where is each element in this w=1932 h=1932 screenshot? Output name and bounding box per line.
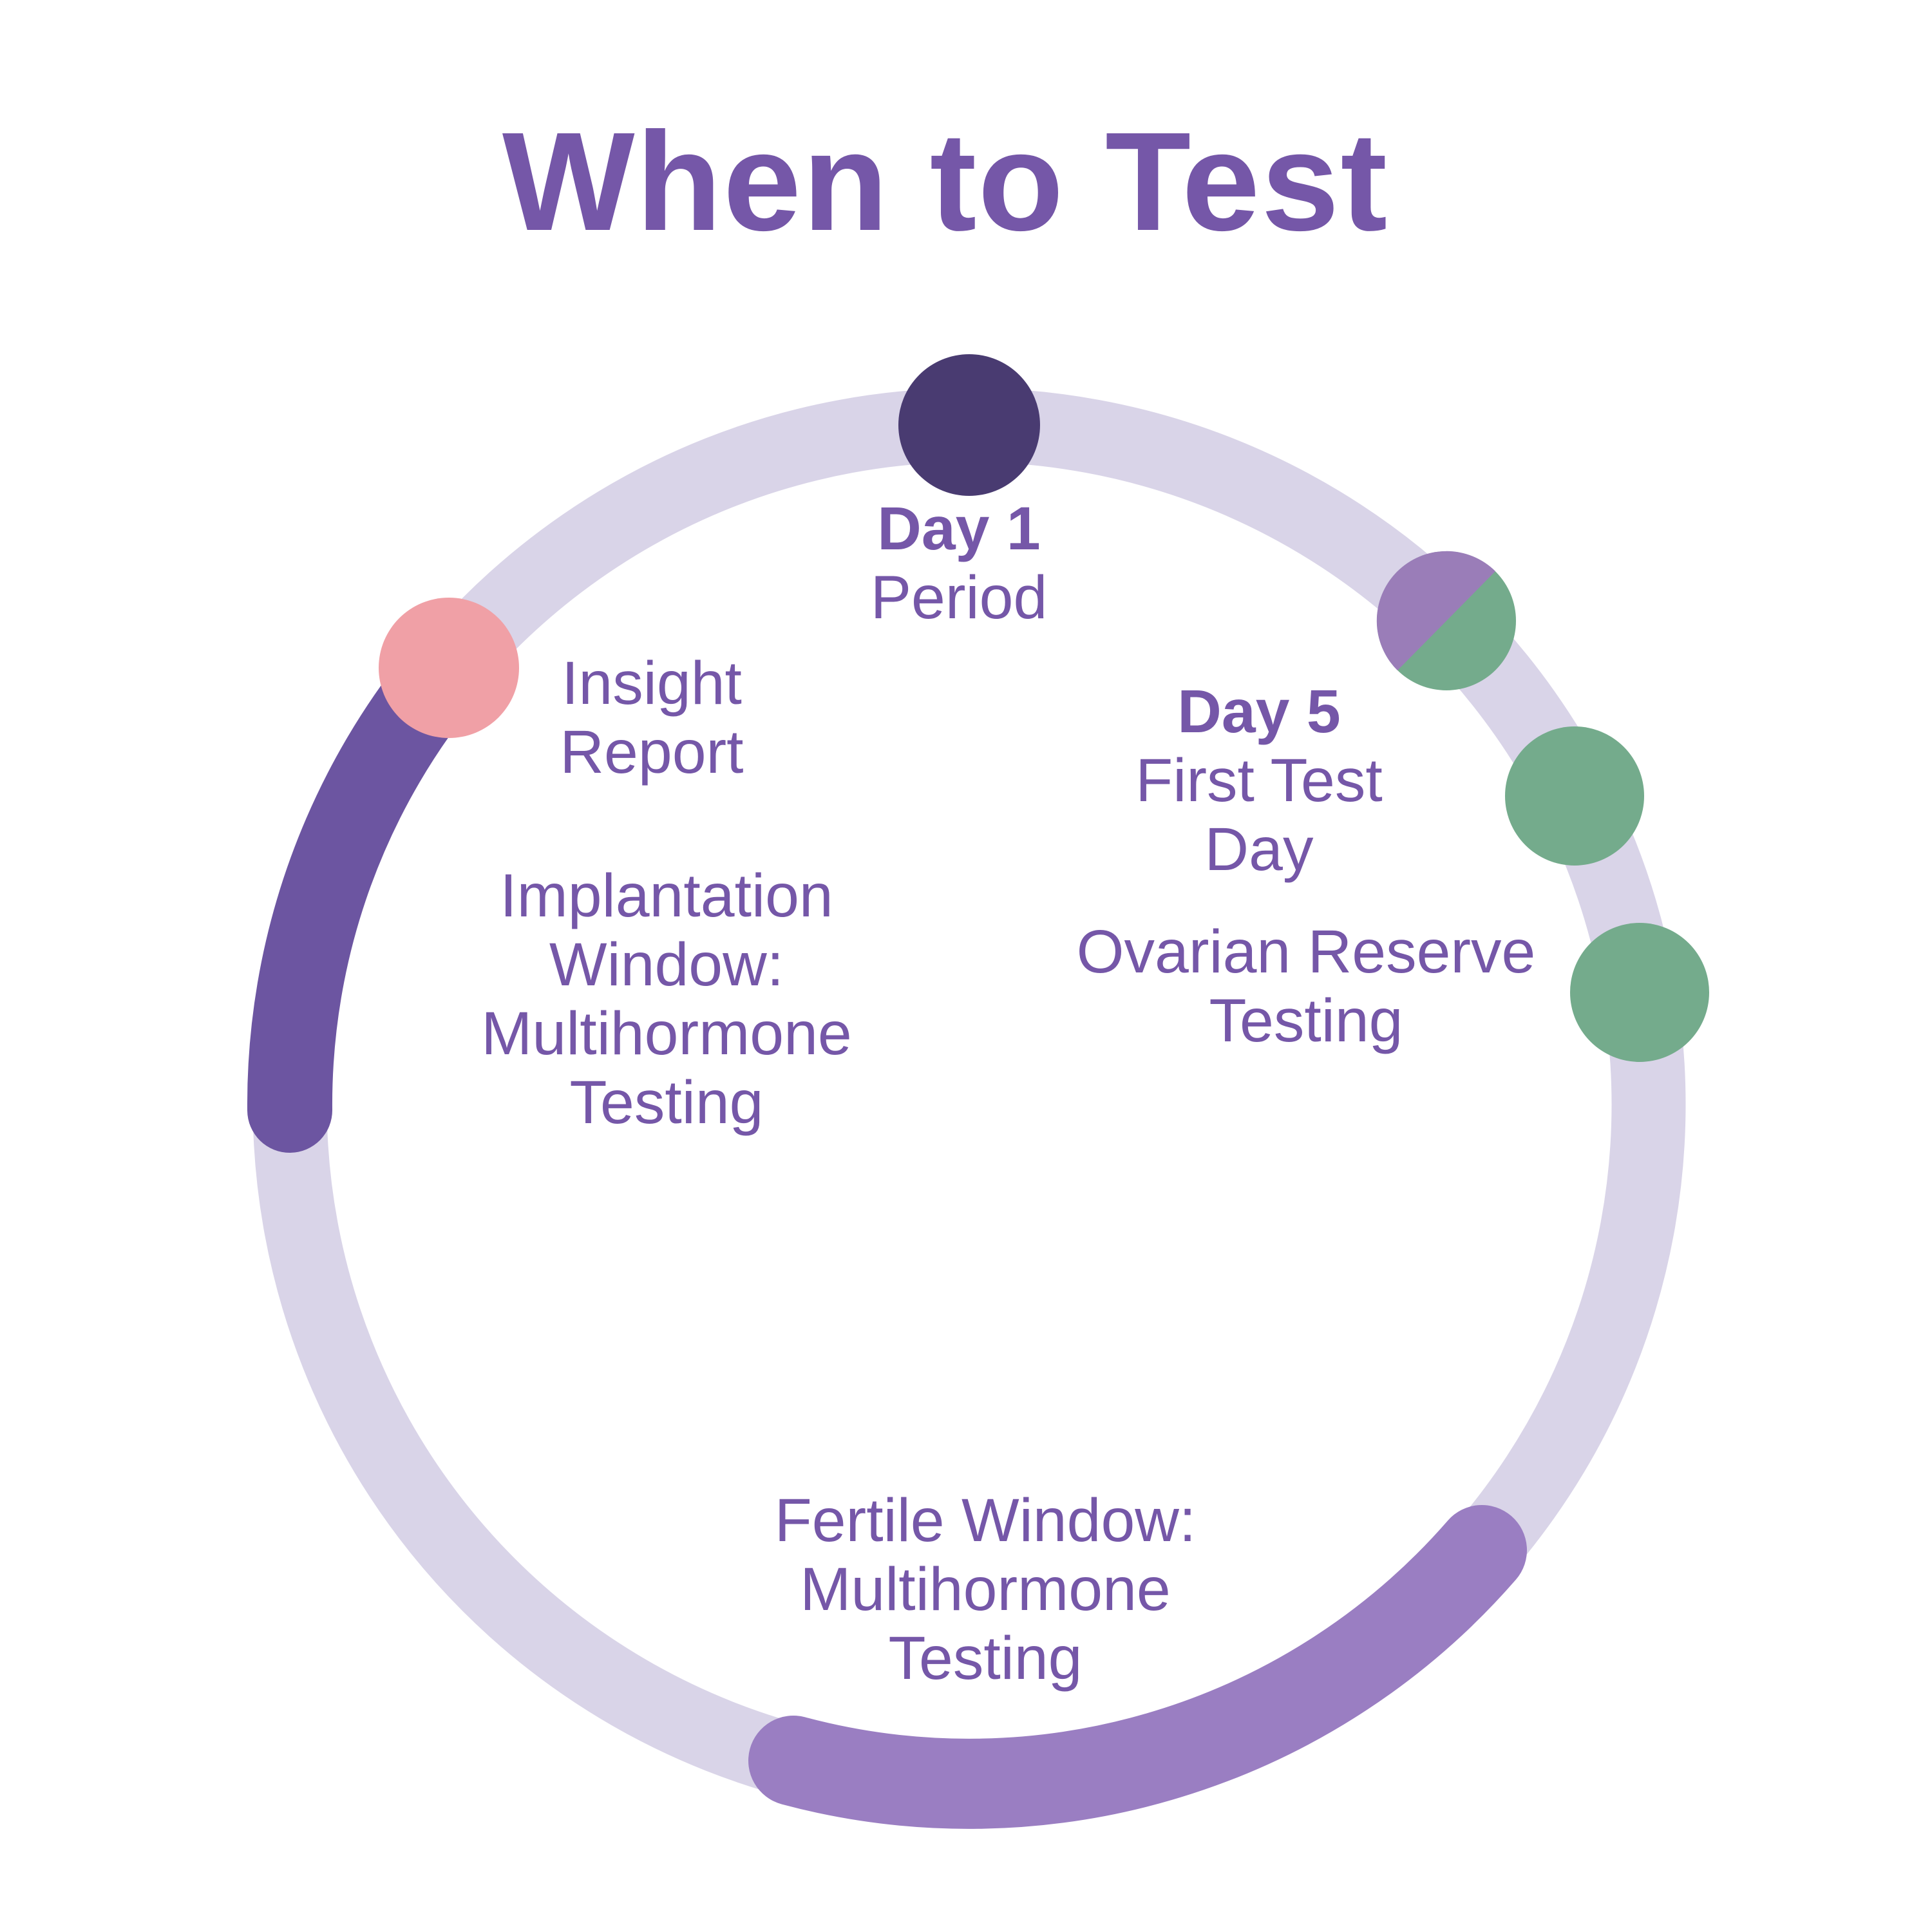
ovarian-line: Ovarian Reserve — [1076, 918, 1536, 986]
label-day5-first-test: Day 5 First Test Day — [1135, 677, 1383, 884]
implantation-line: Implantation — [500, 862, 833, 930]
ovarian-line: Testing — [1209, 987, 1403, 1055]
fertile-line: Multihormone — [800, 1555, 1171, 1624]
day5-line: Day — [1204, 815, 1314, 884]
day1-heading: Day 1 — [877, 495, 1041, 563]
day5-first-test-dot — [1376, 551, 1516, 690]
label-fertile-window: Fertile Window: Multihormone Testing — [775, 1486, 1197, 1693]
day1-line: Period — [870, 564, 1048, 632]
implantation-line: Multihormone — [481, 999, 852, 1068]
insight-report-dot — [379, 598, 519, 738]
day5-line: First Test — [1135, 746, 1383, 815]
day5-heading: Day 5 — [1177, 677, 1341, 746]
day1-period-dot — [898, 354, 1040, 496]
fertile-line: Fertile Window: — [774, 1486, 1197, 1555]
implantation-line: Window: — [549, 931, 784, 999]
insight-line: Insight — [562, 649, 742, 717]
label-day1-period: Day 1 Period — [871, 495, 1048, 632]
page-title: When to Test — [502, 104, 1389, 260]
test-day-green-dot — [1505, 726, 1644, 866]
label-ovarian-reserve-testing: Ovarian Reserve Testing — [1077, 918, 1536, 1056]
fertile-line: Testing — [888, 1624, 1083, 1692]
day5-dot-purple-half — [1376, 551, 1495, 670]
label-implantation-window: Implantation Window: Multihormone Testin… — [481, 862, 852, 1137]
implantation-line: Testing — [569, 1068, 764, 1137]
test-day-green-dot — [1570, 923, 1709, 1062]
insight-line: Report — [560, 718, 744, 786]
fertile-window-arc — [748, 1505, 1527, 1829]
label-insight-report: Insight Report — [560, 649, 743, 787]
